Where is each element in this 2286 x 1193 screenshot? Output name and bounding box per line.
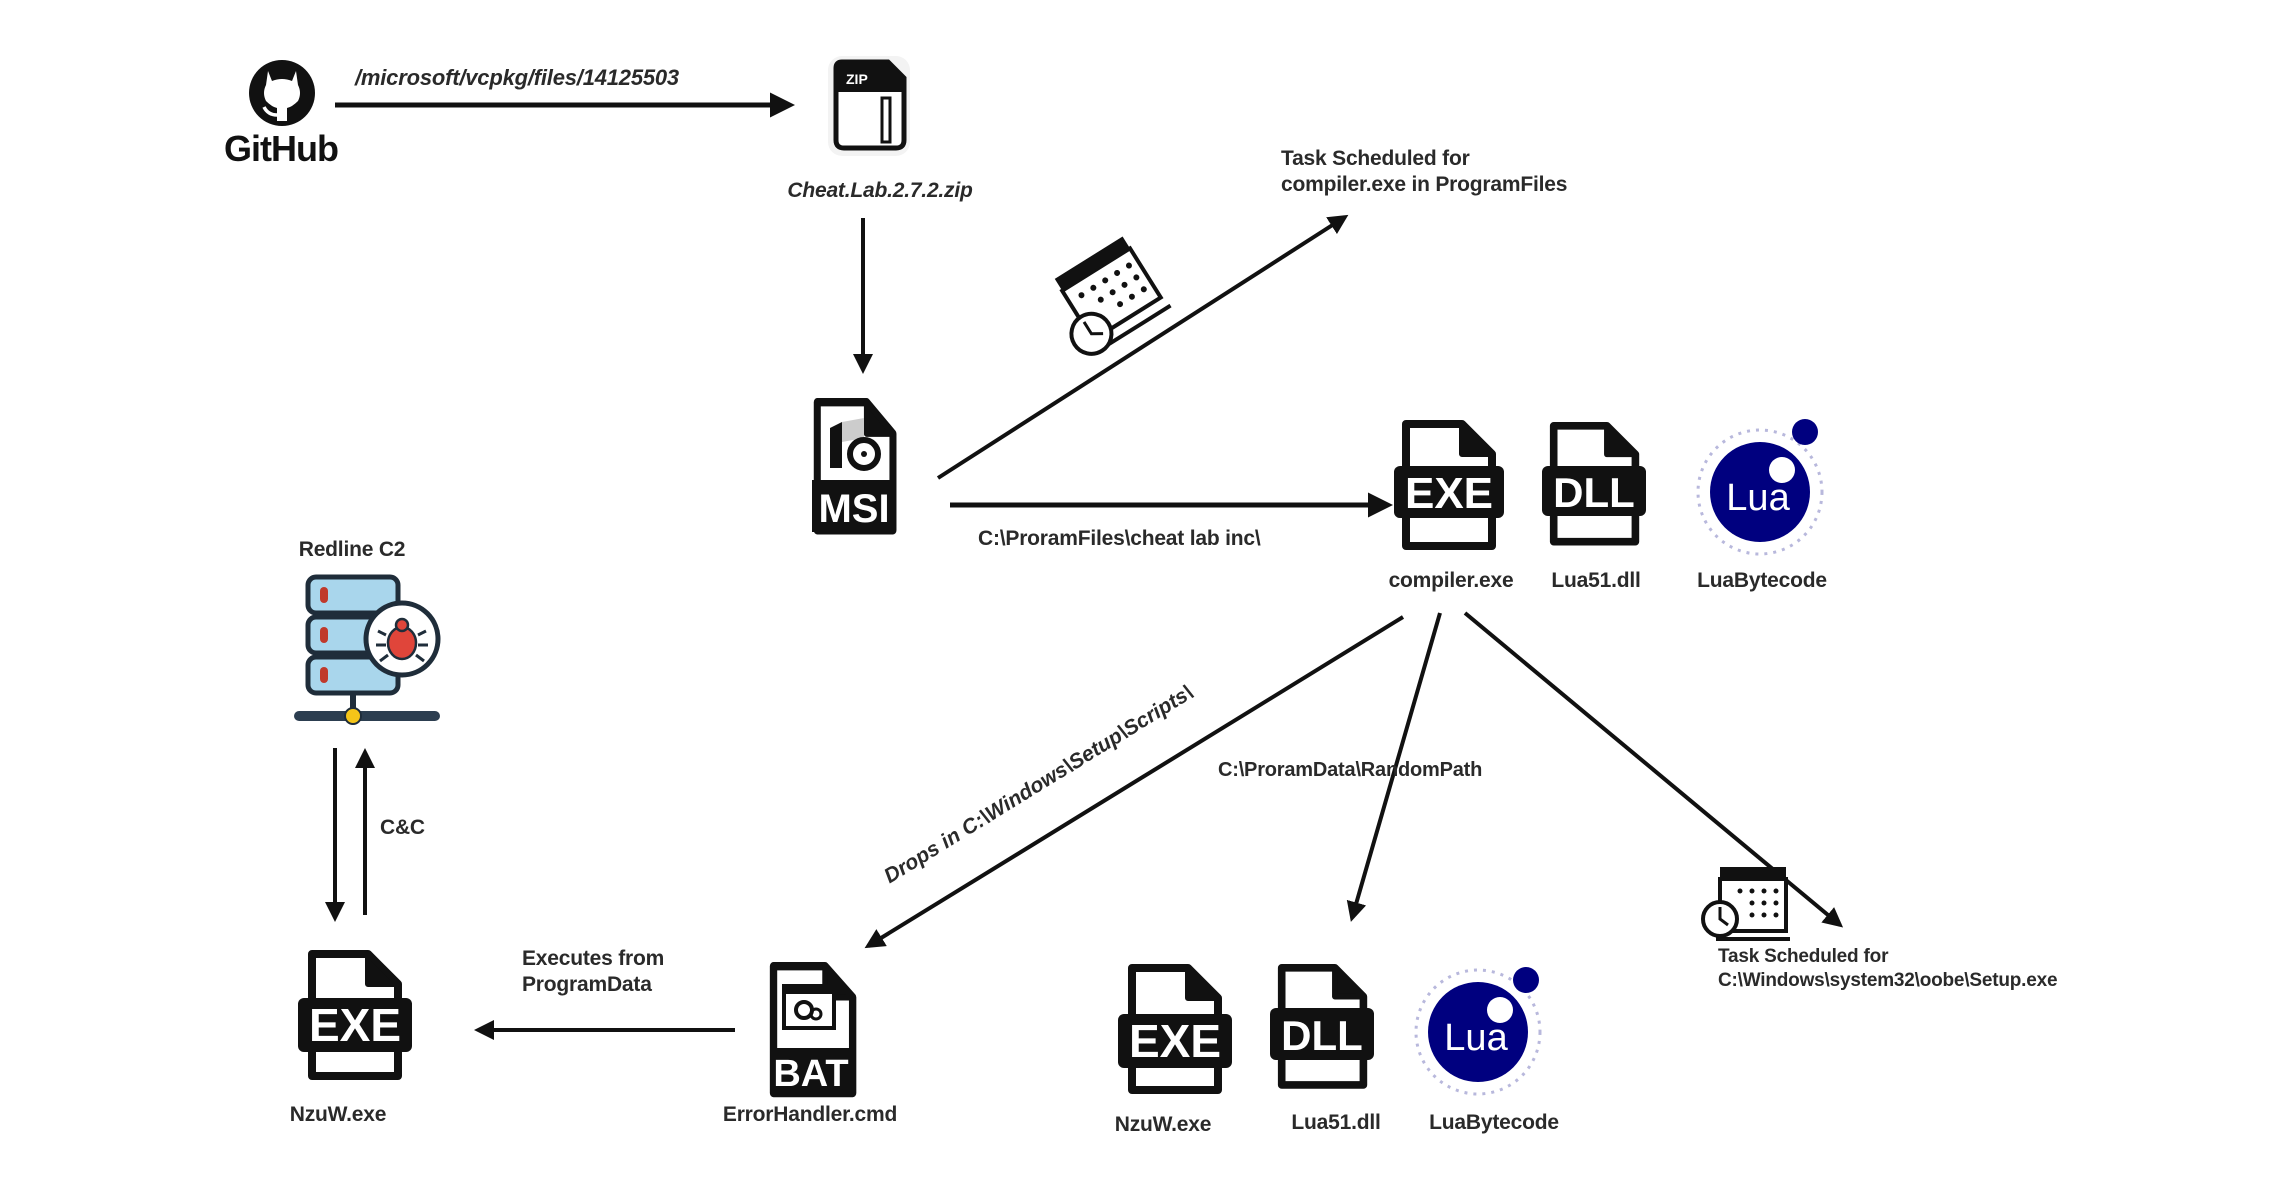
compiler-exe-label: compiler.exe [1388, 569, 1514, 592]
github-octocat-icon [249, 60, 315, 126]
zip-label: Cheat.Lab.2.7.2.zip [787, 179, 973, 202]
edges [325, 92, 1844, 1040]
svg-text:EXE: EXE [1129, 1015, 1221, 1067]
svg-text:EXE: EXE [309, 999, 401, 1051]
arrow-compiler-to-bat [864, 615, 1405, 949]
lua51-dll-icon: DLL [1542, 426, 1646, 542]
svg-text:DLL: DLL [1553, 469, 1635, 516]
edge-label-drops-in-scripts: Drops in C:\Windows\Setup\Scripts\ [880, 681, 1197, 888]
malicious-server-icon [294, 574, 441, 725]
executes-from-line1: Executes from [522, 947, 665, 970]
lua-bytecode-label: LuaBytecode [1697, 569, 1827, 592]
lua51-dll-bottom-icon: DLL [1270, 968, 1374, 1085]
lua51-dll-label: Lua51.dll [1551, 569, 1641, 592]
executes-from-line2: ProgramData [522, 973, 652, 997]
edge-label-cnc: C&C [380, 816, 425, 839]
svg-text:EXE: EXE [1405, 469, 1493, 518]
svg-text:BAT: BAT [773, 1053, 848, 1095]
nzuw-exe-bottom-icon: EXE [1118, 968, 1232, 1090]
arrow-compiler-to-programdata [1346, 612, 1442, 922]
svg-text:ZIP: ZIP [846, 71, 868, 87]
task-bottom-line2: C:\Windows\system32\oobe\Setup.exe [1718, 969, 2058, 991]
edge-label-programdata-path: C:\ProramData\RandomPath [1218, 759, 1483, 781]
zip-file-icon: ZIP [828, 56, 910, 156]
github-label: GitHub [224, 128, 339, 169]
compiler-exe-icon: EXE [1394, 424, 1504, 546]
nzuw-exe-left-label: NzuW.exe [289, 1103, 387, 1126]
edge-label-executes-from: Executes from ProgramData [522, 946, 664, 999]
scheduled-task-calendar-icon [1054, 236, 1172, 356]
scheduled-task-calendar-bottom-icon [1701, 867, 1790, 941]
errorhandler-bat-icon: BAT [770, 966, 853, 1095]
svg-text:DLL: DLL [1281, 1012, 1363, 1059]
svg-text:Lua: Lua [1444, 1017, 1508, 1059]
task-top-line2: compiler.exe in ProgramFiles [1281, 173, 1568, 197]
msi-installer-icon: MSI [812, 402, 896, 532]
edge-label-programfiles-path: C:\ProramFiles\cheat lab inc\ [978, 527, 1261, 550]
svg-text:MSI: MSI [818, 487, 889, 531]
lua51-dll-bottom-label: Lua51.dll [1291, 1111, 1381, 1134]
arrow-msi-to-task-top [936, 214, 1349, 480]
nzuw-exe-left-icon: EXE [298, 954, 412, 1076]
task-bottom-label: Task Scheduled for C:\Windows\system32\o… [1718, 945, 2058, 993]
svg-text:Lua: Lua [1726, 477, 1790, 519]
lua-bytecode-bottom-label: LuaBytecode [1429, 1111, 1559, 1134]
redline-c2-label: Redline C2 [298, 538, 406, 561]
errorhandler-cmd-label: ErrorHandler.cmd [722, 1103, 898, 1126]
lua-bytecode-icon: Lua [1696, 419, 1824, 556]
task-top-line1: Task Scheduled for [1281, 147, 1470, 170]
task-top-label: Task Scheduled for compiler.exe in Progr… [1281, 146, 1567, 199]
lua-bytecode-bottom-icon: Lua [1414, 967, 1542, 1096]
edge-label-github-url: /microsoft/vcpkg/files/14125503 [355, 65, 679, 90]
task-bottom-line1: Task Scheduled for [1718, 946, 1889, 967]
nzuw-exe-bottom-label: NzuW.exe [1114, 1113, 1212, 1136]
